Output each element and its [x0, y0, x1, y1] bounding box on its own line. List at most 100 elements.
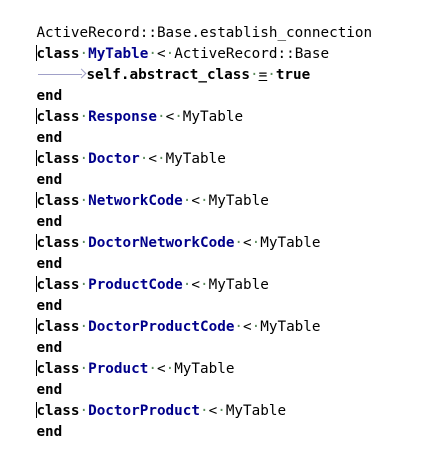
- whitespace-marker: ·: [79, 151, 89, 167]
- code-line-7[interactable]: class·Doctor·<·MyTable: [2, 128, 435, 167]
- whitespace-marker: ·: [249, 67, 259, 83]
- class-keyword: class: [36, 277, 80, 293]
- inherit-operator: <: [191, 193, 200, 209]
- code-line-4[interactable]: end: [2, 65, 435, 104]
- whitespace-marker: ·: [148, 46, 157, 62]
- end-keyword: end: [36, 88, 63, 104]
- class-keyword: class: [36, 235, 80, 251]
- code-line-18[interactable]: end: [2, 359, 435, 398]
- class-keyword: class: [36, 109, 80, 125]
- code-line-19[interactable]: class·DoctorProduct·<·MyTable: [2, 380, 435, 419]
- parent-class: Base: [294, 46, 330, 62]
- whitespace-marker: ·: [79, 235, 89, 251]
- tab-arrow-icon: [36, 68, 86, 80]
- class-keyword: class: [36, 361, 80, 377]
- class-keyword: class: [36, 151, 80, 167]
- end-keyword: end: [36, 424, 63, 440]
- whitespace-marker: ·: [79, 46, 89, 62]
- whitespace-marker: ·: [182, 193, 192, 209]
- code-line-14[interactable]: end: [2, 275, 435, 314]
- whitespace-marker: ·: [156, 151, 166, 167]
- whitespace-marker: ·: [79, 193, 89, 209]
- scope-operator: ::: [277, 46, 295, 62]
- text-caret: [36, 276, 38, 292]
- code-line-12[interactable]: end: [2, 233, 435, 272]
- parent-module: ActiveRecord: [174, 46, 278, 62]
- parent-class: MyTable: [208, 277, 269, 293]
- class-keyword: class: [36, 193, 80, 209]
- code-line-11[interactable]: class·DoctorNetworkCode·<·MyTable: [2, 212, 435, 251]
- whitespace-marker: ·: [200, 193, 209, 209]
- class-name: DoctorProduct: [88, 403, 200, 419]
- code-line-13[interactable]: class·ProductCode·<·MyTable: [2, 254, 435, 293]
- code-line-17[interactable]: class·Product·<·MyTable: [2, 338, 435, 377]
- whitespace-marker: ·: [139, 151, 149, 167]
- whitespace-marker: ·: [234, 319, 244, 335]
- text-caret: [36, 402, 38, 418]
- whitespace-marker: ·: [251, 319, 261, 335]
- whitespace-marker: ·: [174, 109, 183, 125]
- parent-class: MyTable: [260, 235, 321, 251]
- whitespace-marker: ·: [79, 319, 89, 335]
- whitespace-marker: ·: [156, 109, 166, 125]
- end-keyword: end: [36, 214, 63, 230]
- code-line-5[interactable]: class·Response·<·MyTable: [2, 86, 435, 125]
- class-name: DoctorProductCode: [88, 319, 235, 335]
- text-caret: [36, 108, 38, 124]
- inherit-operator: <: [156, 46, 166, 62]
- connection-statement: ActiveRecord::Base.establish_connection: [36, 25, 373, 41]
- class-name: Doctor: [88, 151, 140, 167]
- whitespace-marker: ·: [217, 403, 226, 419]
- text-caret: [36, 234, 38, 250]
- code-line-1[interactable]: ActiveRecord::Base.establish_connection: [2, 3, 435, 41]
- text-caret: [36, 360, 38, 376]
- class-name: ProductCode: [88, 277, 183, 293]
- self-expression: self.abstract_class: [86, 67, 250, 83]
- inherit-operator: <: [156, 361, 166, 377]
- class-name: Response: [88, 109, 157, 125]
- end-keyword: end: [36, 382, 63, 398]
- end-keyword: end: [36, 130, 63, 146]
- parent-class: MyTable: [174, 361, 235, 377]
- whitespace-marker: ·: [200, 403, 209, 419]
- code-editor[interactable]: ActiveRecord::Base.establish_connection …: [2, 3, 435, 440]
- class-name: NetworkCode: [88, 193, 183, 209]
- inherit-operator: <: [148, 151, 157, 167]
- code-line-3[interactable]: self.abstract_class·=·true: [2, 44, 435, 83]
- whitespace-marker: ·: [79, 361, 89, 377]
- code-line-8[interactable]: end: [2, 149, 435, 188]
- class-name: MyTable: [88, 46, 149, 62]
- code-line-16[interactable]: end: [2, 317, 435, 356]
- whitespace-marker: ·: [79, 277, 89, 293]
- whitespace-marker: ·: [251, 235, 261, 251]
- code-line-9[interactable]: class·NetworkCode·<·MyTable: [2, 170, 435, 209]
- whitespace-marker: ·: [165, 361, 175, 377]
- code-line-20[interactable]: end: [2, 401, 435, 440]
- whitespace-marker: ·: [148, 361, 157, 377]
- text-caret: [36, 192, 38, 208]
- whitespace-marker: ·: [79, 403, 89, 419]
- text-caret: [36, 318, 38, 334]
- inherit-operator: <: [165, 109, 175, 125]
- inherit-operator: <: [243, 235, 252, 251]
- whitespace-marker: ·: [267, 67, 276, 83]
- class-keyword: class: [36, 403, 80, 419]
- code-line-2[interactable]: class·MyTable·<·ActiveRecord::Base: [2, 23, 435, 62]
- parent-class: MyTable: [225, 403, 287, 419]
- assign-operator: =: [258, 67, 268, 83]
- end-keyword: end: [36, 298, 63, 314]
- whitespace-marker: ·: [234, 235, 244, 251]
- class-keyword: class: [36, 46, 80, 62]
- class-name: Product: [88, 361, 149, 377]
- class-keyword: class: [36, 319, 80, 335]
- code-line-6[interactable]: end: [2, 107, 435, 146]
- end-keyword: end: [36, 172, 63, 188]
- inherit-operator: <: [208, 403, 218, 419]
- code-line-15[interactable]: class·DoctorProductCode·<·MyTable: [2, 296, 435, 335]
- inherit-operator: <: [243, 319, 252, 335]
- code-line-10[interactable]: end: [2, 191, 435, 230]
- parent-class: MyTable: [182, 109, 244, 125]
- whitespace-marker: ·: [182, 277, 192, 293]
- parent-class: MyTable: [260, 319, 321, 335]
- whitespace-marker: ·: [200, 277, 209, 293]
